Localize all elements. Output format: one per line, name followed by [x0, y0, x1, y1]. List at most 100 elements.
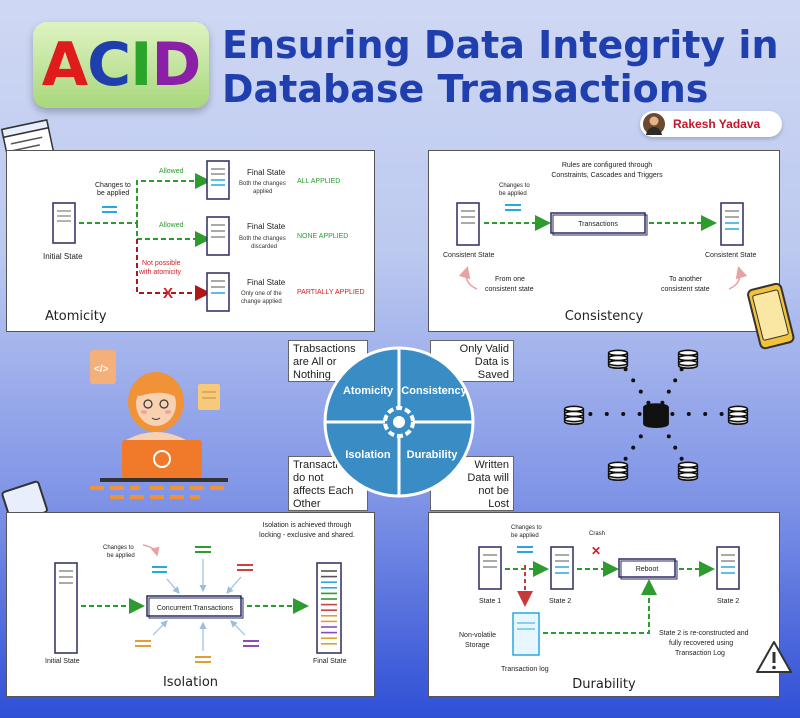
outcome-1-desc2: discarded — [251, 244, 277, 250]
wheel-label-consistency: Consistency — [401, 385, 467, 397]
code-file-icon: </> — [90, 350, 116, 384]
sticky-note-icon — [198, 384, 220, 410]
wheel-label-atomicity: Atomicity — [343, 385, 394, 397]
not-possible-label-1: Not possible — [142, 260, 181, 267]
atomicity-initial-label: Initial State — [43, 252, 83, 261]
database-icon — [677, 349, 699, 369]
isolation-initial-label: Initial State — [45, 658, 80, 665]
final-doc-none — [206, 216, 230, 256]
storage-label-1: Non-volatile — [459, 632, 496, 639]
database-icon — [607, 461, 629, 481]
atomicity-changes-label-1: Changes to — [95, 182, 131, 189]
title-line-1: Ensuring Data Integrity in — [222, 23, 779, 67]
durability-title: Durability — [572, 677, 636, 692]
acid-wheel: Atomicity Consistency Isolation Durabili… — [323, 346, 475, 498]
crash-label: Crash — [589, 531, 605, 537]
crash-cross-icon: ✕ — [591, 544, 601, 558]
acid-logo-letters: ACID — [41, 30, 202, 100]
logo-letter-c: C — [87, 30, 131, 100]
title-line-2: Database Transactions — [222, 67, 709, 111]
wheel-quadrant-consistency — [397, 346, 475, 424]
logo-letter-d: D — [151, 30, 202, 100]
transaction-log-icon — [512, 612, 540, 656]
isolation-title: Isolation — [162, 675, 219, 690]
durability-state2: State 2 — [549, 598, 571, 605]
isolation-changes-2: be applied — [107, 553, 135, 559]
isolation-changes-1: Changes to — [103, 545, 134, 551]
durability-note-2: fully recovered using — [669, 640, 733, 647]
wheel-quadrant-isolation — [323, 420, 401, 498]
svg-text:</>: </> — [94, 364, 109, 375]
from-label-2: consistent state — [485, 286, 534, 293]
outcome-1-desc1: Both the changes — [239, 236, 286, 242]
durability-panel: Changes to be applied State 1 State 2 Cr… — [428, 512, 780, 697]
transactions-label: Transactions — [578, 221, 618, 228]
author-badge: Rakesh Yadava — [640, 111, 782, 137]
gear-icon — [383, 406, 415, 438]
database-icon — [727, 405, 749, 425]
developer-illustration: </> — [90, 350, 230, 499]
outcome-0-desc1: Both the changes — [239, 181, 286, 187]
isolation-final-label: Final State — [313, 658, 347, 665]
concurrent-transactions-label: Concurrent Transactions — [157, 605, 234, 612]
wheel-quadrant-durability — [397, 420, 475, 498]
phone-icon — [747, 282, 795, 350]
durability-changes-2: be applied — [511, 533, 539, 539]
database-icon — [563, 405, 585, 425]
database-icon — [607, 349, 629, 369]
desk-dashes — [90, 486, 230, 499]
atomicity-title: Atomicity — [45, 309, 107, 324]
outcome-0-heading: Final State — [247, 168, 286, 177]
durability-changes-1: Changes to — [511, 525, 542, 531]
author-avatar — [643, 113, 665, 135]
final-doc-all — [206, 160, 230, 200]
consistency-changes-1: Changes to — [499, 183, 530, 189]
final-doc-partial — [206, 272, 230, 312]
rules-label-1: Rules are configured through — [562, 162, 652, 169]
from-label-1: From one — [495, 276, 525, 283]
durability-state2b: State 2 — [717, 598, 739, 605]
storage-label-2: Storage — [465, 642, 490, 649]
consistency-panel: Rules are configured through Constraints… — [428, 150, 780, 332]
allowed-label-2: Allowed — [159, 222, 184, 229]
outcome-2-heading: Final State — [247, 278, 286, 287]
to-label-2: consistent state — [661, 286, 710, 293]
allowed-label-1: Allowed — [159, 168, 184, 175]
database-icon — [677, 461, 699, 481]
author-name: Rakesh Yadava — [673, 117, 761, 131]
durability-state1: State 1 — [479, 598, 501, 605]
isolation-change-bars — [135, 546, 259, 663]
consistency-changes-2: be applied — [499, 191, 527, 197]
database-network — [563, 349, 749, 481]
outcome-2-desc1: Only one of the — [241, 291, 282, 297]
atomicity-changes-label-2: be applied — [97, 190, 129, 197]
outcome-0-tag: ALL APPLIED — [297, 178, 340, 185]
atomicity-initial-doc — [52, 202, 76, 244]
isolation-panel: Isolation is achieved through locking - … — [6, 512, 375, 697]
database-icon — [643, 403, 669, 428]
outcome-0-desc2: applied — [253, 189, 272, 195]
isolation-converging-arrows — [152, 559, 246, 651]
warning-icon — [756, 641, 792, 673]
logo-letter-a: A — [41, 30, 88, 100]
durability-note-1: State 2 is re-constructed and — [659, 630, 749, 637]
outcome-2-tag: PARTIALLY APPLIED — [297, 289, 365, 296]
not-possible-label-2: with atomicity — [138, 269, 182, 276]
outcome-2-desc2: change applied — [241, 299, 282, 305]
atomicity-panel: Initial State Changes to be applied Allo… — [6, 150, 375, 332]
consistent-state-right: Consistent State — [705, 252, 756, 259]
to-label-1: To another — [669, 276, 703, 283]
consistent-state-left: Consistent State — [443, 252, 494, 259]
consistency-title: Consistency — [564, 309, 644, 324]
logo-letter-i: I — [130, 30, 152, 100]
durability-note-3: Transaction Log — [675, 650, 725, 657]
wheel-quadrant-atomicity — [323, 346, 401, 424]
cross-icon: X — [163, 285, 173, 302]
rules-label-2: Constraints, Cascades and Triggers — [551, 172, 663, 179]
outcome-1-heading: Final State — [247, 222, 286, 231]
acid-logo: ACID — [33, 22, 209, 108]
wheel-label-durability: Durability — [407, 449, 459, 461]
isolation-note-2: locking - exclusive and shared. — [259, 532, 355, 539]
transaction-log-label: Transaction log — [501, 666, 549, 673]
wheel-label-isolation: Isolation — [345, 449, 391, 461]
